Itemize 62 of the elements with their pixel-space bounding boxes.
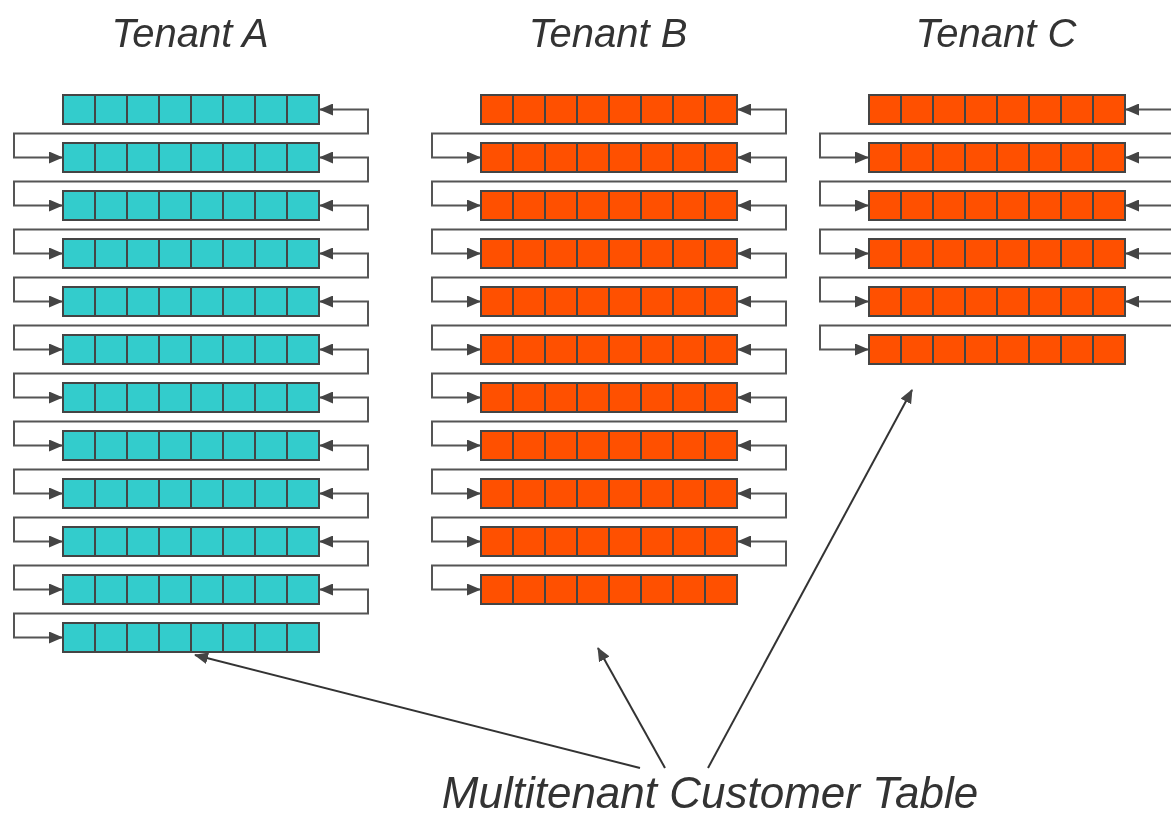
table-row <box>62 526 320 557</box>
table-row <box>868 94 1126 125</box>
link-arrow <box>13 103 369 164</box>
table-row <box>480 94 738 125</box>
link-arrow <box>819 295 1171 356</box>
tenant-label: Tenant A <box>111 10 269 56</box>
table-row <box>480 142 738 173</box>
link-arrow <box>431 487 787 548</box>
link-arrow <box>431 103 787 164</box>
link-arrow <box>431 391 787 452</box>
link-arrow <box>819 247 1171 308</box>
leader-line <box>597 647 666 769</box>
table-row <box>480 238 738 269</box>
table-row <box>480 478 738 509</box>
table-row <box>62 334 320 365</box>
table-row <box>480 190 738 221</box>
caption-text: Multitenant Customer Table <box>390 768 1030 818</box>
tenant-label: Tenant C <box>915 10 1077 56</box>
table-row <box>480 334 738 365</box>
tenant-label: Tenant B <box>528 10 688 56</box>
table-row <box>480 430 738 461</box>
table-row <box>62 574 320 605</box>
link-arrow <box>13 199 369 260</box>
link-arrow <box>431 295 787 356</box>
table-row <box>480 526 738 557</box>
link-arrow <box>13 583 369 644</box>
table-row <box>62 622 320 653</box>
table-row <box>62 142 320 173</box>
link-arrow <box>13 487 369 548</box>
link-arrow <box>13 391 369 452</box>
link-arrow <box>13 439 369 500</box>
link-arrow <box>431 199 787 260</box>
link-arrow <box>819 151 1171 212</box>
table-row <box>62 478 320 509</box>
table-row <box>62 286 320 317</box>
link-arrow <box>819 199 1171 260</box>
link-arrow <box>431 151 787 212</box>
link-arrow <box>431 247 787 308</box>
table-row <box>62 190 320 221</box>
table-row <box>62 382 320 413</box>
link-arrow <box>819 103 1171 164</box>
leader-line <box>707 389 913 769</box>
table-row <box>62 430 320 461</box>
table-row <box>62 94 320 125</box>
table-row <box>868 334 1126 365</box>
table-row <box>868 142 1126 173</box>
table-row <box>480 574 738 605</box>
link-arrow <box>431 535 787 596</box>
table-row <box>868 286 1126 317</box>
table-row <box>480 382 738 413</box>
link-arrow <box>431 343 787 404</box>
leader-line <box>194 652 641 769</box>
link-arrow <box>13 151 369 212</box>
link-arrow <box>13 295 369 356</box>
link-arrow <box>13 535 369 596</box>
link-arrow <box>431 439 787 500</box>
link-arrow <box>13 343 369 404</box>
table-row <box>62 238 320 269</box>
table-row <box>868 238 1126 269</box>
link-arrow <box>13 247 369 308</box>
table-row <box>868 190 1126 221</box>
table-row <box>480 286 738 317</box>
